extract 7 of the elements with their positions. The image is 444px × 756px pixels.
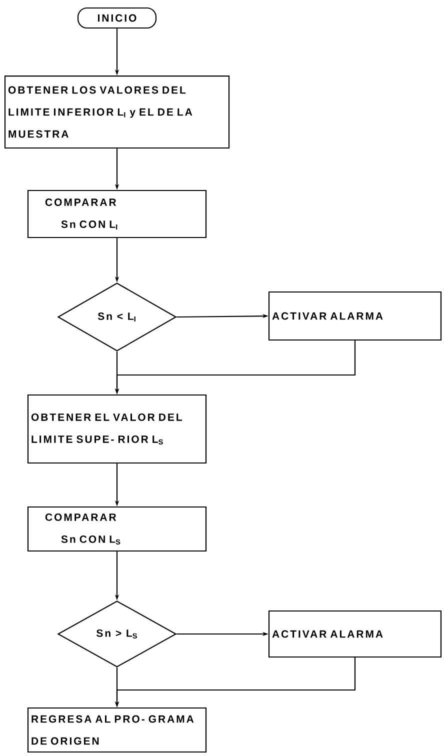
process-box: ACTIVAR ALARMA	[268, 610, 442, 658]
process-box: REGRESA AL PRO- GRAMA DE ORIGEN	[27, 707, 207, 753]
process-box: OBTENER EL VALOR DEL LIMITE SUPE- RIOR L$_{S}$	[27, 394, 207, 464]
process-box: ACTIVAR ALARMA	[268, 291, 442, 341]
process-box: OBTENER LOS VALORES DEL LIMITE INFERIOR L$_{I}$ y EL DE LA MUESTRA	[4, 75, 230, 149]
process-box: COMPARAR Sn CON L$_{I}$	[27, 190, 207, 238]
process-box: COMPARAR Sn CON L$_{S}$	[27, 506, 207, 552]
